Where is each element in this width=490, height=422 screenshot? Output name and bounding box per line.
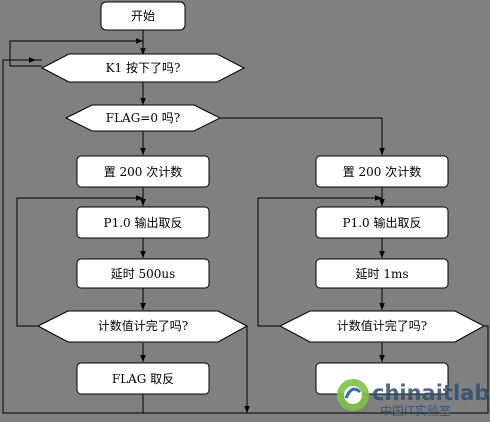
process-set-count-right-label: 置 200 次计数 (343, 164, 422, 179)
process-flag-toggle: FLAG 取反 (76, 362, 210, 395)
arrow-right-inner-loop (257, 195, 382, 327)
node-start-label: 开始 (131, 9, 155, 23)
process-delay-1ms: 延时 1ms (315, 258, 449, 289)
process-toggle-p10-right: P1.0 输出取反 (315, 206, 449, 239)
connectors (2, 30, 489, 414)
process-delay-500us-label: 延时 500us (111, 267, 176, 281)
process-delay-1ms-label: 延时 1ms (356, 267, 409, 281)
process-set-count-left: 置 200 次计数 (76, 155, 210, 188)
arrow-right-return (3, 325, 489, 414)
decision-flag-label: FLAG=0 吗? (106, 111, 181, 125)
process-toggle-left-label: P1.0 输出取反 (104, 215, 183, 230)
decision-flag-zero: FLAG=0 吗? (64, 104, 222, 132)
arrow-flag-to-right-branch (220, 117, 385, 155)
arrow-k1-no-loop (9, 38, 143, 67)
arrow-left-inner-loop (16, 195, 143, 327)
decision-count-left-label: 计数值计完了吗? (98, 318, 188, 333)
process-delay-500us: 延时 500us (76, 258, 210, 289)
node-start: 开始 (100, 1, 186, 31)
decision-count-done-right: 计数值计完了吗? (278, 310, 486, 343)
decision-k1-label: K1 按下了吗? (106, 61, 181, 75)
decision-count-right-label: 计数值计完了吗? (337, 318, 427, 333)
process-flag-toggle-label: FLAG 取反 (112, 372, 174, 386)
watermark-logo-icon (337, 379, 369, 411)
watermark-brand: chinaitlab (372, 381, 489, 405)
decision-count-done-left: 计数值计完了吗? (36, 310, 249, 343)
watermark-subtitle: 中国IT实验室 (380, 403, 451, 418)
process-toggle-p10-left: P1.0 输出取反 (76, 206, 210, 239)
decision-k1-pressed: K1 按下了吗? (40, 53, 246, 83)
watermark: chinaitlab 中国IT实验室 (337, 379, 489, 418)
process-set-count-left-label: 置 200 次计数 (104, 164, 183, 179)
process-set-count-right: 置 200 次计数 (315, 155, 449, 188)
process-toggle-right-label: P1.0 输出取反 (343, 215, 422, 230)
